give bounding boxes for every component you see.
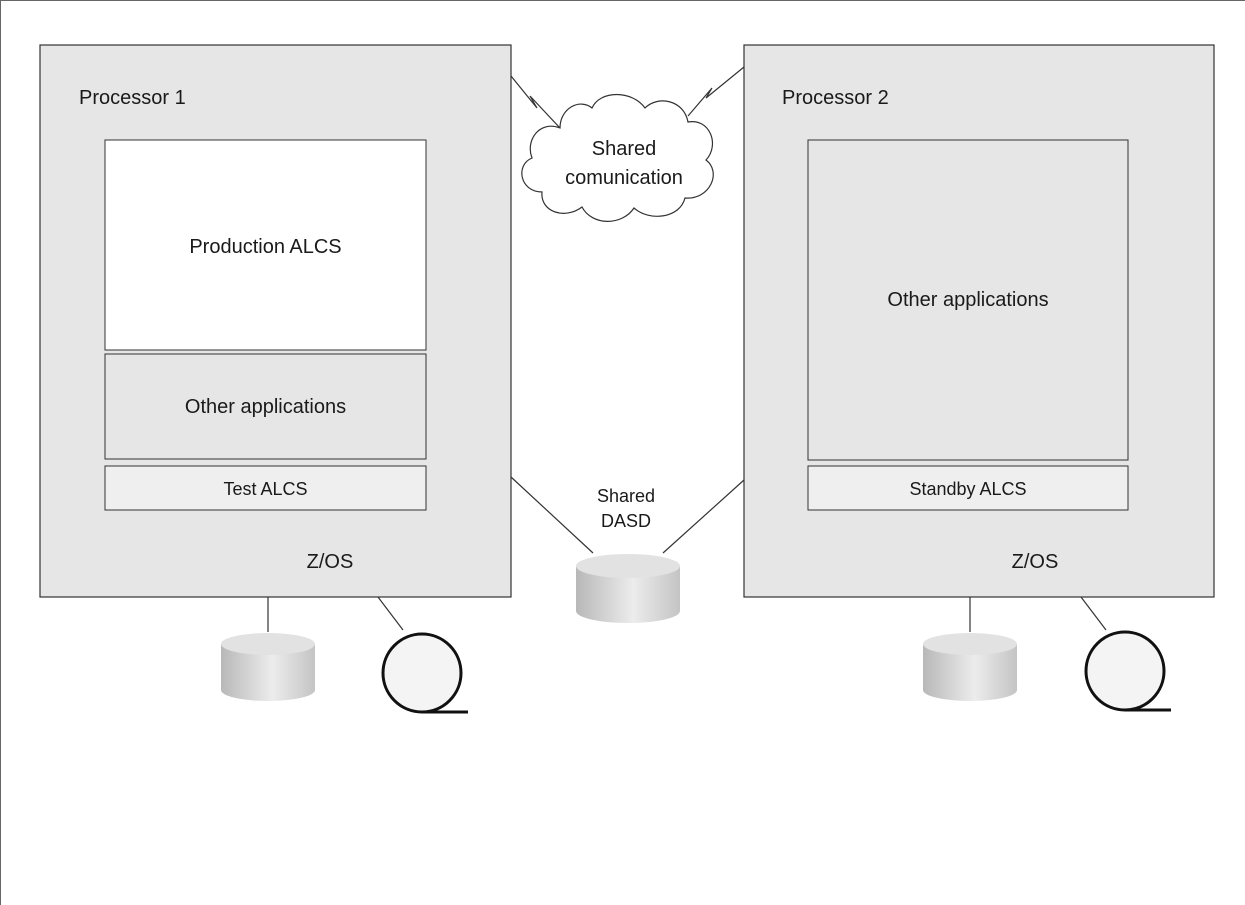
processor-1-title: Processor 1 bbox=[79, 87, 186, 109]
shared-dasd-line2: DASD bbox=[601, 511, 651, 531]
p2-other-apps-box bbox=[807, 139, 1129, 461]
test-alcs-box bbox=[104, 465, 427, 511]
p2-dasd-line bbox=[662, 479, 745, 554]
p1-lightning-link bbox=[510, 75, 561, 129]
p2-os-label: Z/OS bbox=[1012, 551, 1059, 573]
p1-other-apps-label: Other applications bbox=[185, 396, 346, 418]
test-alcs-label: Test ALCS bbox=[223, 479, 307, 499]
shared-dasd-icon bbox=[576, 554, 680, 623]
p2-tape-icon bbox=[1084, 630, 1171, 712]
p2-lightning-link bbox=[687, 66, 745, 117]
p1-disk-icon bbox=[221, 633, 315, 701]
production-alcs-label: Production ALCS bbox=[189, 236, 341, 258]
processor-2-title: Processor 2 bbox=[782, 87, 889, 109]
p2-disk-icon bbox=[923, 633, 1017, 701]
p2-other-apps-label: Other applications bbox=[887, 289, 1048, 311]
p1-dasd-line bbox=[510, 476, 594, 554]
standby-alcs-label: Standby ALCS bbox=[909, 479, 1026, 499]
connector-lines bbox=[267, 476, 1107, 632]
shared-comm-line1: Shared bbox=[592, 138, 657, 160]
p1-other-apps-box bbox=[104, 353, 427, 460]
standby-alcs-box bbox=[807, 465, 1129, 511]
p1-os-label: Z/OS bbox=[307, 551, 354, 573]
shared-communication-cloud: Shared comunication bbox=[521, 94, 714, 222]
p2-tape-line bbox=[1080, 596, 1107, 631]
shared-comm-line2: comunication bbox=[565, 167, 683, 189]
p1-tape-line bbox=[377, 596, 404, 631]
production-alcs-box bbox=[104, 139, 427, 351]
shared-dasd-line1: Shared bbox=[597, 486, 655, 506]
p1-tape-icon bbox=[381, 632, 468, 714]
cloud-shape bbox=[521, 94, 714, 222]
